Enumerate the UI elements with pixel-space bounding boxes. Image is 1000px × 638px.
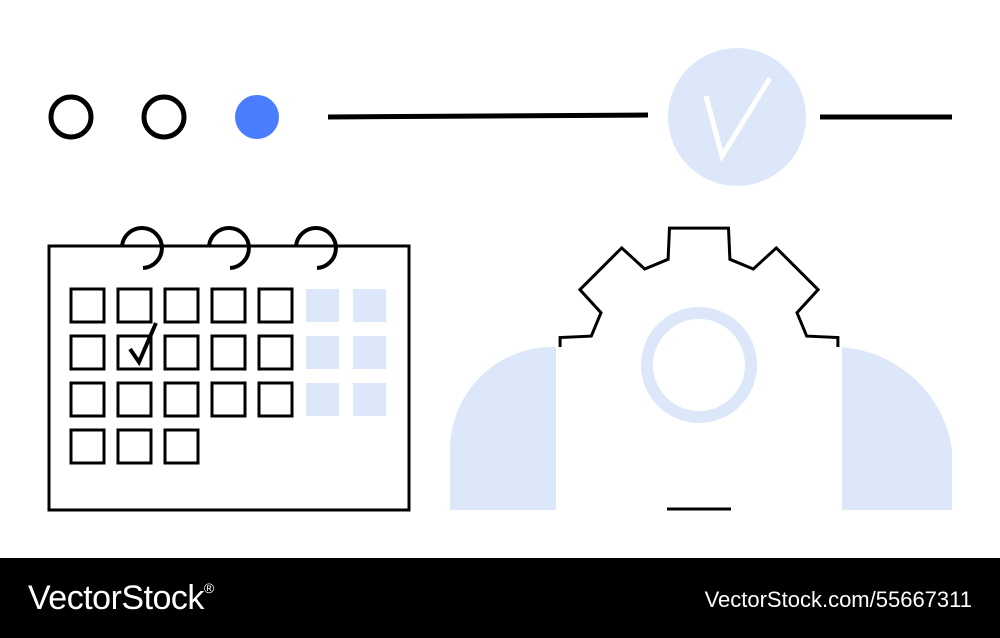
- calendar-day: [69, 287, 106, 324]
- calendar-day-muted: [353, 383, 386, 416]
- gear-lower-teeth: [579, 411, 819, 506]
- calendar-day: [69, 381, 106, 418]
- calendar-day: [210, 287, 247, 324]
- calendar-day: [116, 334, 153, 371]
- calendar-day: [257, 381, 294, 418]
- calendar-icon: [47, 226, 411, 512]
- calendar-day-muted: [306, 289, 339, 322]
- calendar-day: [116, 381, 153, 418]
- calendar-day: [116, 287, 153, 324]
- calendar-day-muted: [306, 336, 339, 369]
- calendar-day: [163, 428, 200, 465]
- gear-hub: [641, 307, 757, 423]
- progress-steps: [48, 48, 952, 186]
- checkmark-icon: [703, 76, 773, 163]
- step-circle-icon: [48, 94, 94, 140]
- calendar-checkmark-icon: [128, 322, 158, 367]
- calendar-grid: [69, 287, 386, 465]
- calendar-day-muted: [353, 289, 386, 322]
- check-badge: [668, 48, 806, 186]
- gear-icon: [556, 226, 842, 511]
- calendar-day: [69, 334, 106, 371]
- footer-bar: VectorStock® VectorStock.com/55667311: [0, 558, 1000, 638]
- calendar-ring: [120, 226, 164, 270]
- progress-line: [327, 112, 649, 120]
- calendar-day: [210, 381, 247, 418]
- calendar-day: [69, 428, 106, 465]
- calendar-ring: [207, 226, 251, 270]
- calendar-ring: [294, 226, 338, 270]
- active-step-icon: [235, 95, 279, 139]
- illustration: [47, 48, 952, 512]
- calendar-day: [163, 334, 200, 371]
- brand-name: VectorStock: [28, 579, 204, 617]
- brand-logo[interactable]: VectorStock®: [28, 578, 214, 618]
- calendar-day: [163, 381, 200, 418]
- calendar-day: [257, 287, 294, 324]
- image-id: VectorStock.com/55667311: [704, 587, 972, 612]
- calendar-day: [257, 334, 294, 371]
- calendar-day: [163, 287, 200, 324]
- calendar-day-muted: [306, 383, 339, 416]
- step-circle-icon: [141, 94, 187, 140]
- calendar-day: [210, 334, 247, 371]
- calendar-day-muted: [353, 336, 386, 369]
- calendar-frame: [47, 244, 411, 512]
- calendar-day: [116, 428, 153, 465]
- brand-registered: ®: [203, 580, 214, 596]
